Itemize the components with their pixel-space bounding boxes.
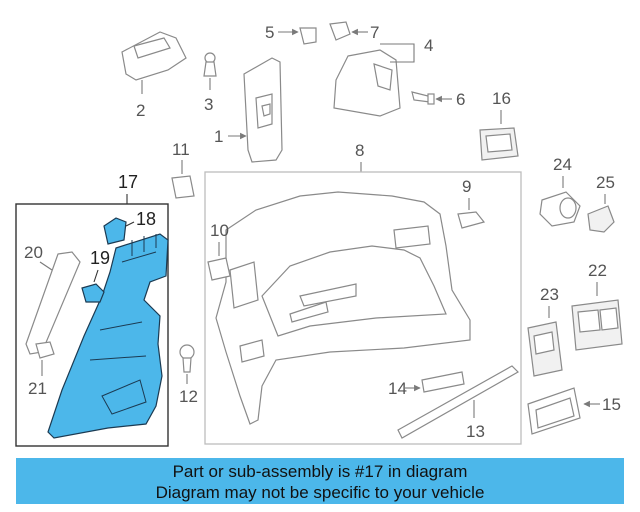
part-24: 24: [539, 155, 581, 227]
part-16: 16: [479, 89, 519, 161]
callout-23: 23: [540, 285, 559, 304]
part-21: 21: [28, 341, 55, 398]
callout-1: 1: [214, 127, 223, 146]
callout-5: 5: [265, 23, 274, 42]
callout-13: 13: [466, 422, 485, 441]
part-5: 5: [265, 23, 317, 45]
part-18: 18: [103, 209, 156, 245]
part-8: 8: [204, 141, 522, 445]
part-25: 25: [587, 173, 615, 233]
callout-14: 14: [388, 379, 407, 398]
callout-9: 9: [462, 177, 471, 196]
part-12: 12: [179, 344, 198, 406]
callout-20: 20: [24, 243, 43, 262]
highlighted-part-17-trim[interactable]: [47, 233, 169, 439]
callout-2: 2: [136, 101, 145, 120]
part-10: 10: [207, 221, 231, 281]
part-7: 7: [329, 21, 379, 42]
callout-21: 21: [28, 379, 47, 398]
parts-diagram: 2 3 1 5 7 4 6 16: [15, 21, 623, 447]
callout-6: 6: [456, 90, 465, 109]
part-2: 2: [121, 31, 187, 120]
callout-25: 25: [596, 173, 615, 192]
part-9: 9: [457, 177, 486, 229]
callout-11: 11: [172, 140, 190, 159]
callout-10: 10: [210, 221, 229, 240]
part-15: 15: [527, 387, 621, 435]
part-20: 20: [24, 243, 81, 355]
callout-12: 12: [179, 387, 198, 406]
callout-17: 17: [118, 172, 138, 192]
part-1: 1: [214, 57, 283, 163]
callout-4: 4: [424, 36, 433, 55]
part-6: 6: [411, 90, 465, 109]
banner-line-2: Diagram may not be specific to your vehi…: [155, 483, 485, 502]
part-13: 13: [397, 365, 519, 441]
callout-24: 24: [553, 155, 572, 174]
part-11: 11: [171, 140, 195, 199]
banner-line-1: Part or sub-assembly is #17 in diagram: [172, 462, 468, 481]
callout-8: 8: [355, 141, 364, 160]
callout-3: 3: [204, 95, 213, 114]
part-19: 19: [81, 248, 110, 303]
part-17-assembly[interactable]: 17: [15, 172, 169, 447]
callout-7: 7: [370, 23, 379, 42]
part-22: 22: [571, 261, 623, 351]
part-3: 3: [203, 52, 217, 114]
callout-18: 18: [136, 209, 156, 229]
callout-19: 19: [90, 248, 110, 268]
callout-15: 15: [602, 395, 621, 414]
callout-22: 22: [588, 261, 607, 280]
part-14: 14: [388, 371, 465, 398]
part-23: 23: [527, 285, 563, 377]
part-4: 4: [333, 36, 433, 117]
info-banner: Part or sub-assembly is #17 in diagram D…: [16, 458, 624, 504]
callout-16: 16: [492, 89, 511, 108]
